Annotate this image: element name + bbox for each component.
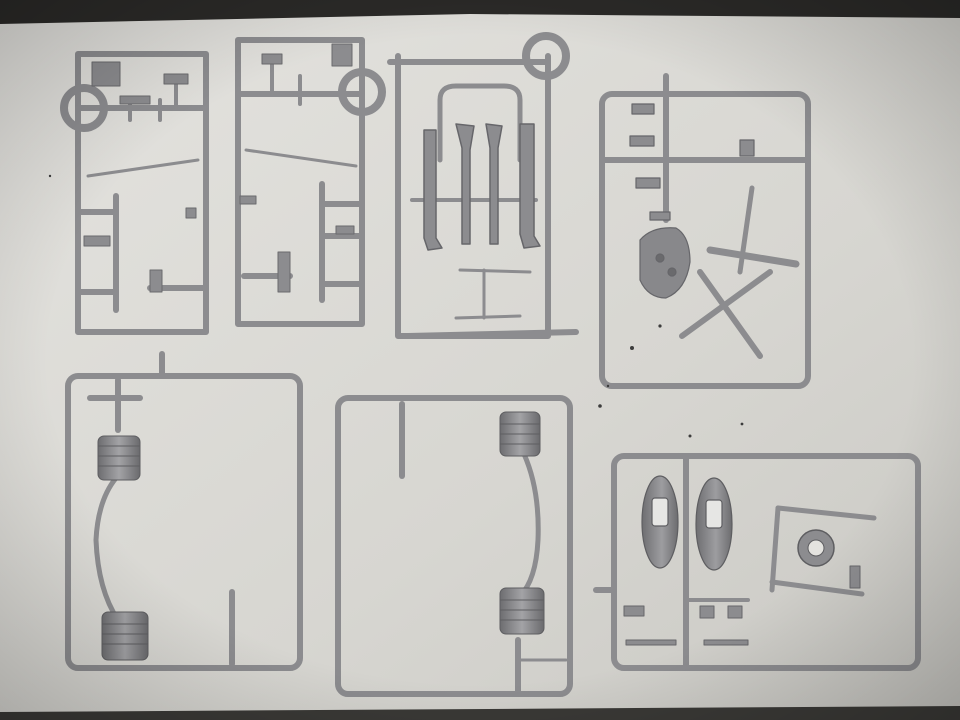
- vignette: [0, 0, 960, 720]
- sprues-photo: [0, 0, 960, 720]
- photo-scene: [0, 0, 960, 720]
